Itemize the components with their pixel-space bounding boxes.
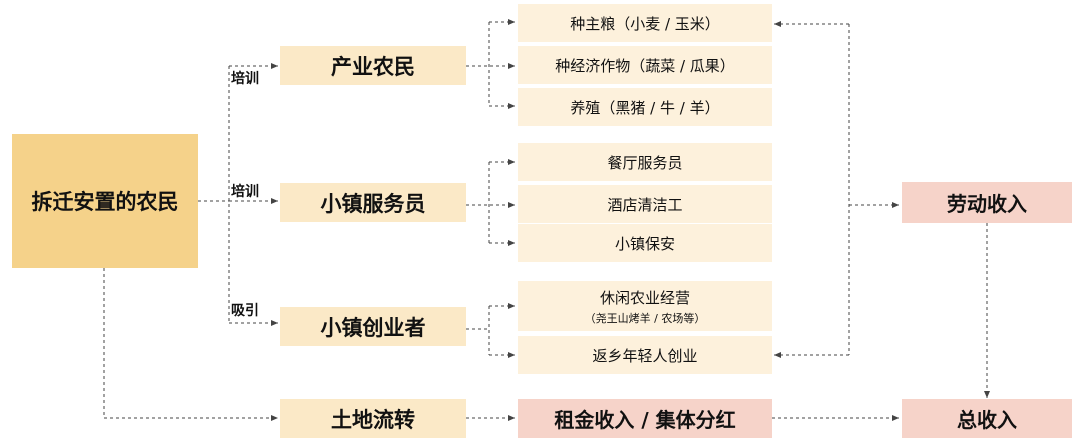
entrepreneur-sub-title: 返乡年轻人创业 (592, 346, 698, 365)
relocated-farmers-node: 拆迁安置的农民 (12, 134, 198, 268)
entrepreneur-sub-title: 休闲农业经营 (599, 288, 690, 307)
industrial-farmer-node: 产业农民 (280, 46, 466, 85)
land-transfer-label: 土地流转 (331, 407, 415, 432)
total-income-node: 总收入 (902, 399, 1072, 438)
attract-label: 吸引 (231, 303, 259, 319)
town-entrepreneur-node: 小镇创业者 (280, 307, 466, 346)
training-label-2: 培训 (231, 184, 259, 200)
land-transfer-node: 土地流转 (280, 399, 466, 438)
training-label-1: 培训 (231, 71, 259, 87)
rent-dividend-node: 租金收入 / 集体分红 (518, 399, 772, 438)
labor-income-node: 劳动收入 (902, 182, 1072, 223)
staff-sub-label: 餐厅服务员 (607, 153, 683, 172)
staff-sub-security: 小镇保安 (518, 224, 772, 262)
entrepreneur-sub-note: （尧王山烤羊 / 农场等） (584, 311, 706, 325)
town-entrepreneur-label: 小镇创业者 (320, 315, 426, 340)
farmer-sub-livestock: 养殖（黑猪 / 牛 / 羊） (518, 88, 772, 126)
farmer-sub-label: 种经济作物（蔬菜 / 瓜果） (555, 56, 735, 75)
rent-dividend-label: 租金收入 / 集体分红 (554, 408, 736, 432)
staff-sub-label: 小镇保安 (614, 234, 675, 253)
town-staff-node: 小镇服务员 (280, 183, 466, 222)
farmer-sub-cash-crops: 种经济作物（蔬菜 / 瓜果） (518, 46, 772, 84)
farmer-sub-label: 种主粮（小麦 / 玉米） (570, 14, 720, 33)
labor-income-label: 劳动收入 (947, 192, 1027, 216)
staff-sub-label: 酒店清洁工 (607, 195, 683, 214)
industrial-farmer-label: 产业农民 (331, 54, 415, 79)
staff-sub-waiter: 餐厅服务员 (518, 143, 772, 181)
farmer-sub-grain: 种主粮（小麦 / 玉米） (518, 4, 772, 42)
entrepreneur-sub-youth-startup: 返乡年轻人创业 (518, 336, 772, 374)
relocated-farmers-label: 拆迁安置的农民 (31, 190, 179, 214)
town-staff-label: 小镇服务员 (320, 191, 426, 216)
total-income-label: 总收入 (957, 408, 1017, 432)
farmer-sub-label: 养殖（黑猪 / 牛 / 羊） (570, 98, 720, 117)
staff-sub-cleaner: 酒店清洁工 (518, 185, 772, 223)
entrepreneur-sub-leisure-farming: 休闲农业经营 （尧王山烤羊 / 农场等） (518, 281, 772, 331)
